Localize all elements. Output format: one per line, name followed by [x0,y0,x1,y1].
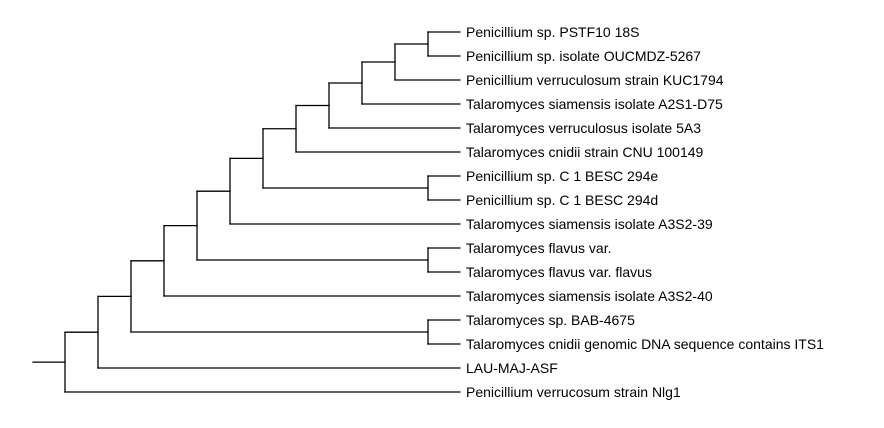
taxon-label: Penicillium sp. isolate OUCMDZ-5267 [466,48,701,64]
taxon-label: Talaromyces sp. BAB-4675 [466,312,635,328]
taxon-label: Penicillium verrucosum strain Nlg1 [466,384,681,400]
taxon-label: Talaromyces siamensis isolate A3S2-39 [466,216,713,232]
taxon-label: Penicillium verruculosum strain KUC1794 [466,72,724,88]
taxon-label: LAU-MAJ-ASF [466,360,558,376]
taxon-label: Talaromyces flavus var. [466,240,612,256]
taxon-label: Talaromyces siamensis isolate A3S2-40 [466,288,713,304]
taxon-label: Penicillium sp. C 1 BESC 294e [466,168,659,184]
taxon-label: Talaromyces verruculosus isolate 5A3 [466,120,701,136]
taxon-label: Talaromyces cnidii strain CNU 100149 [466,144,704,160]
taxon-label: Penicillium sp. C 1 BESC 294d [466,192,659,208]
taxon-label: Talaromyces siamensis isolate A2S1-D75 [466,96,723,112]
taxon-label: Penicillium sp. PSTF10 18S [466,24,640,40]
taxon-label: Talaromyces flavus var. flavus [466,264,652,280]
taxon-label: Talaromyces cnidii genomic DNA sequence … [466,336,824,352]
